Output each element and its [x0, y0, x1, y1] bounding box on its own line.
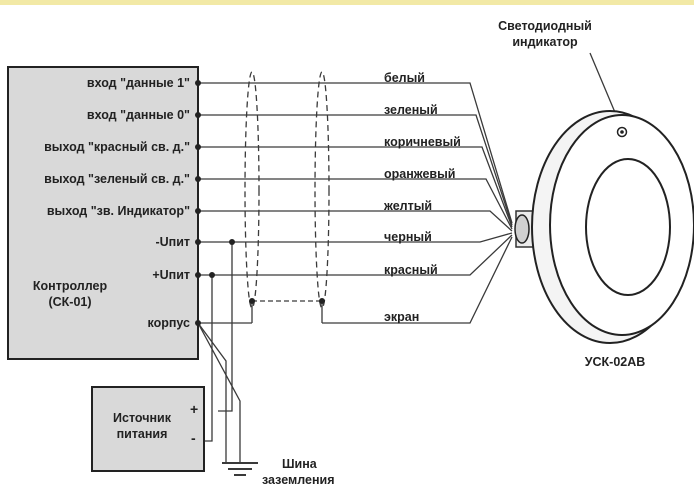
- junction-dot-shield-right: [319, 298, 325, 304]
- ground-label: Шина: [282, 457, 317, 471]
- wire-tail-1: [380, 82, 513, 224]
- controller-box: [7, 66, 199, 360]
- wire-tail-3: [380, 146, 513, 228]
- controller-terminal-label: корпус: [147, 316, 190, 330]
- power-supply-label: Источник: [113, 411, 171, 425]
- wire-tail-shield: [322, 236, 513, 324]
- controller-terminal-label: выход "зв. Индикатор": [46, 204, 190, 218]
- led-label: Светодиодный: [498, 19, 592, 33]
- wire-label-black: черный: [384, 230, 432, 244]
- controller-terminal-label: -Uпит: [155, 235, 190, 249]
- terminal-dot-6: [195, 239, 201, 245]
- diagram-lines: [7, 52, 694, 476]
- junction-dot-plus: [209, 272, 215, 278]
- power-supply-label-second-line: питания: [116, 427, 168, 441]
- terminal-dot-1: [195, 80, 201, 86]
- ground-line-b: [197, 322, 227, 463]
- terminal-dot-8: [195, 320, 201, 326]
- wire-tail-5: [380, 210, 513, 232]
- terminal-dot-2: [195, 112, 201, 118]
- wire-tail-7: [380, 234, 513, 276]
- cable-sleeve-left: [244, 71, 260, 309]
- power-supply-box: [91, 386, 205, 472]
- terminal-dot-5: [195, 208, 201, 214]
- wire-tail-6: [380, 232, 513, 243]
- terminal-dot-3: [195, 144, 201, 150]
- wire-label-red: красный: [384, 263, 438, 277]
- reader-connector-face: [514, 214, 530, 244]
- wire-label-white: белый: [384, 71, 425, 85]
- wire-label-yellow: желтый: [384, 199, 433, 213]
- power-plus-feed: [204, 275, 213, 442]
- power-minus-feed: [218, 242, 233, 412]
- power-plus-sign: +: [190, 401, 199, 417]
- junction-dot-shield-left: [249, 298, 255, 304]
- wire-tail-4: [380, 178, 513, 230]
- wire-tail-2: [380, 114, 513, 226]
- controller-model: (СК-01): [48, 295, 92, 309]
- controller-terminal-label: выход "зеленый св. д.": [44, 172, 190, 186]
- wire-label-shield: экран: [384, 310, 420, 324]
- reader-model-label: УСК-02АВ: [584, 355, 646, 369]
- cable-sleeve-right: [314, 71, 330, 309]
- wire-label-green: зеленый: [384, 103, 438, 117]
- reader-device: [514, 110, 694, 344]
- controller-terminal-label: вход "данные 1": [86, 76, 190, 90]
- controller-terminal-label: вход "данные 0": [86, 108, 190, 122]
- ground-line-a: [197, 322, 241, 463]
- wire-label-orange: оранжевый: [384, 167, 456, 181]
- junction-dot-minus: [229, 239, 235, 245]
- led-indicator-center: [620, 130, 624, 134]
- wire-label-brown: коричневый: [384, 135, 461, 149]
- reader-window: [585, 158, 671, 296]
- led-label-second-line: индикатор: [512, 35, 578, 49]
- controller-terminal-label: +Uпит: [152, 268, 190, 282]
- terminal-dot-4: [195, 176, 201, 182]
- controller-title: Контроллер: [32, 279, 108, 293]
- power-minus-sign: -: [191, 430, 196, 446]
- terminal-dot-7: [195, 272, 201, 278]
- controller-terminal-label: выход "красный св. д.": [44, 140, 190, 154]
- ground-label-second-line: заземления: [262, 473, 335, 487]
